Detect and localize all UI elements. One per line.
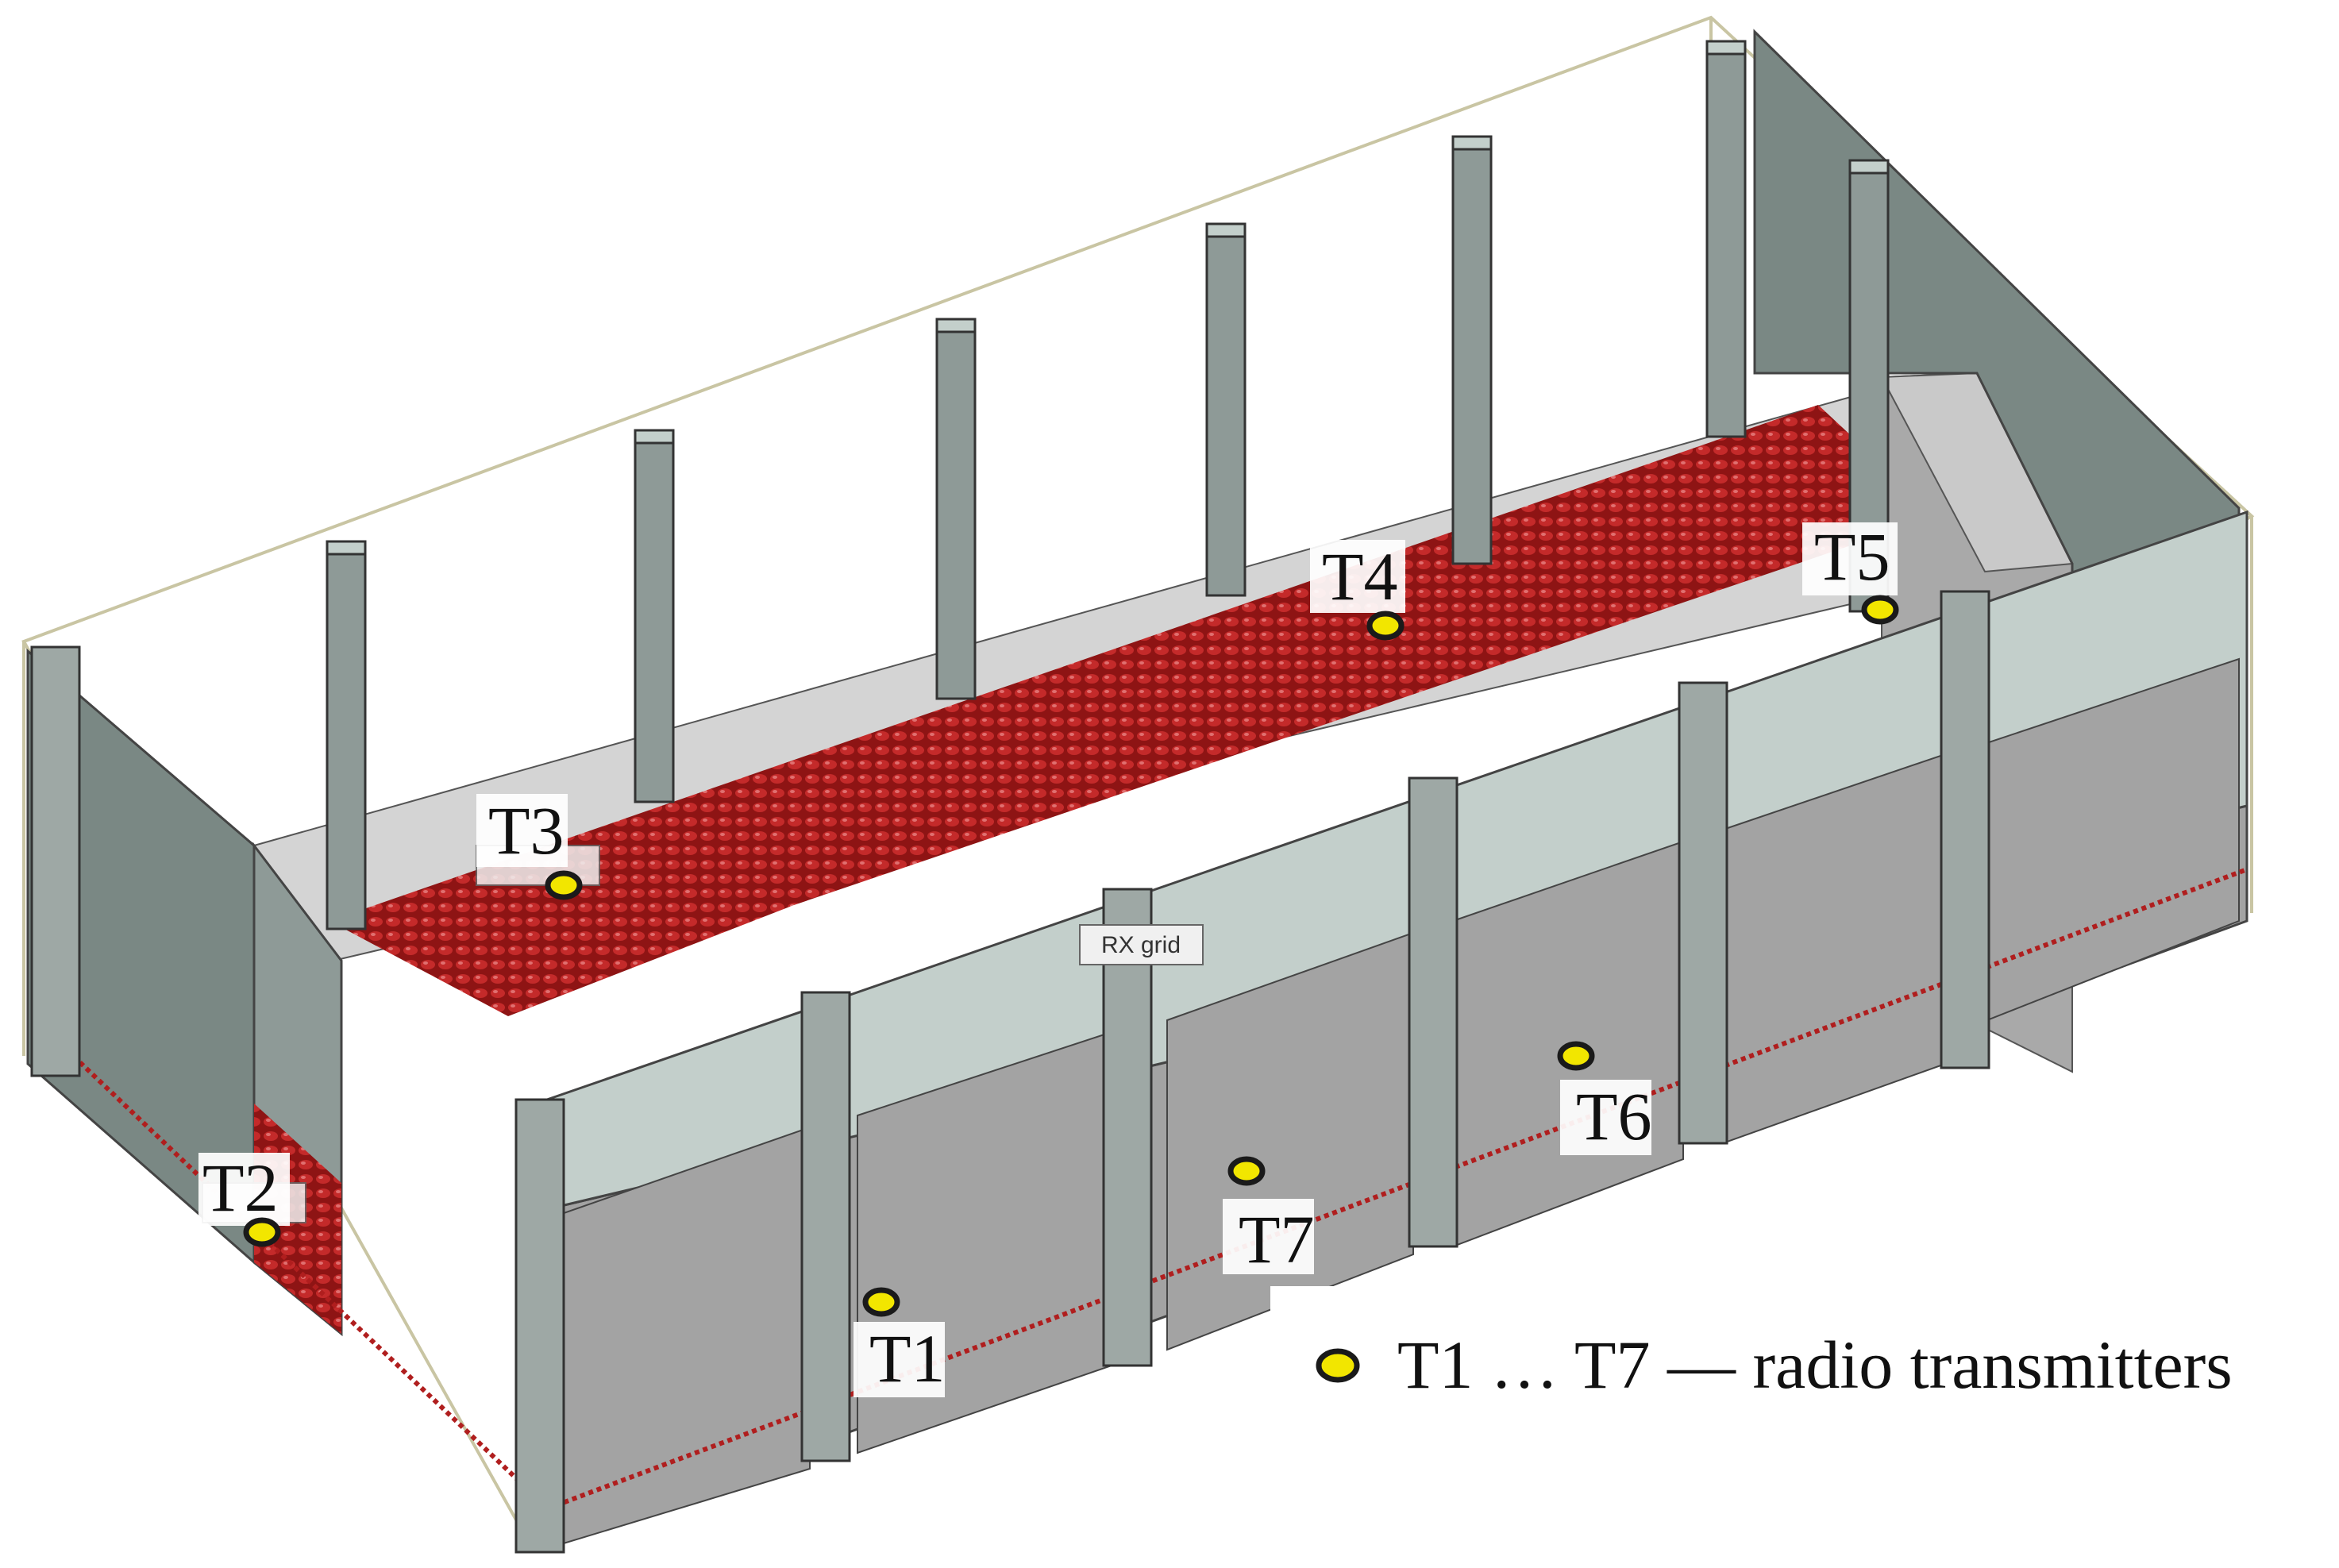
transmitter-label-bg xyxy=(1310,540,1405,613)
svg-text:RX grid: RX grid xyxy=(1101,932,1181,958)
transmitter-t7: T7 xyxy=(1223,1156,1315,1277)
transmitter-label: T4 xyxy=(1322,538,1398,614)
transmitter-label-bg xyxy=(198,1153,290,1226)
transmitter-t4: T4 xyxy=(1310,538,1405,641)
transmitter-label: T7 xyxy=(1239,1201,1315,1277)
front-pillars xyxy=(30,590,1990,1554)
yellow-dot-icon xyxy=(1316,1348,1360,1383)
transmitter-marker-icon xyxy=(1861,595,1899,625)
rx-grid-tag: RX grid xyxy=(1079,924,1204,965)
transmitter-t5: T5 xyxy=(1802,518,1899,625)
transmitter-marker-icon xyxy=(1557,1041,1595,1071)
transmitter-marker-icon xyxy=(1366,611,1405,641)
legend-label: T1 … T7 — radio transmitters xyxy=(1397,1327,2233,1403)
back-pillar-tops xyxy=(326,40,1890,556)
transmitter-marker-icon xyxy=(243,1217,281,1247)
transmitter-label-bg xyxy=(1560,1080,1651,1155)
rx-grid-floor xyxy=(329,405,1937,1016)
transmitter-marker-icon xyxy=(545,870,583,900)
transmitter-t1: T1 xyxy=(854,1287,946,1397)
transmitter-label: T3 xyxy=(488,792,565,869)
transmitter-label-bg xyxy=(854,1322,945,1397)
legend: T1 … T7 — radio transmitters xyxy=(1270,1286,2334,1403)
transmitter-label: T2 xyxy=(202,1150,279,1226)
transmitter-label-bg xyxy=(476,794,568,867)
transmitter-marker-icon xyxy=(1227,1156,1266,1186)
back-pillars xyxy=(326,46,1890,930)
bounding-box xyxy=(21,15,2255,1551)
transmitter-label-bg xyxy=(1223,1199,1314,1274)
transmitter-t3: T3 xyxy=(476,792,583,900)
transmitter-label-bg xyxy=(1802,522,1898,595)
transmitter-label: T1 xyxy=(869,1320,946,1397)
transmitter-label: T5 xyxy=(1814,518,1890,595)
transmitter-marker-icon xyxy=(862,1287,900,1317)
transmitter-t2: T2 xyxy=(198,1150,290,1247)
transmitter-label: T6 xyxy=(1576,1078,1652,1154)
transmitter-t6: T6 xyxy=(1557,1041,1652,1155)
